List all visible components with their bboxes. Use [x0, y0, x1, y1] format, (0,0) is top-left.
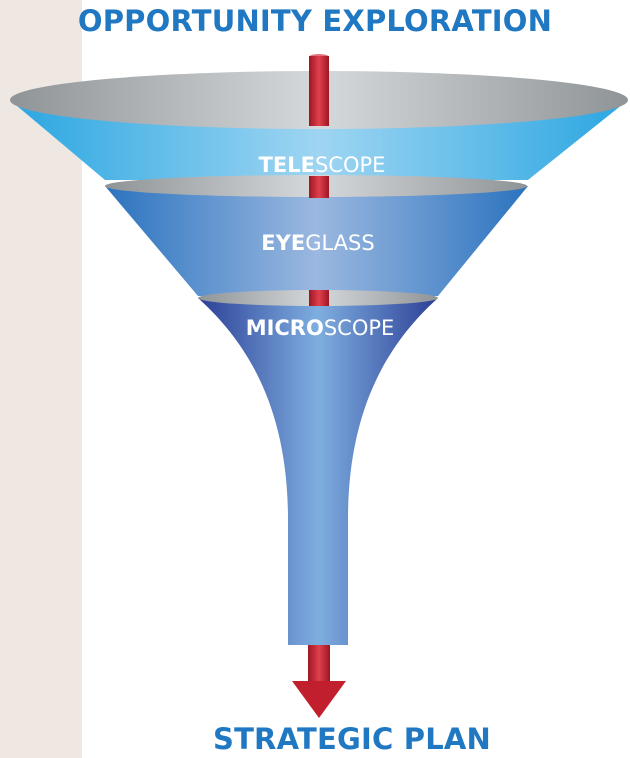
microscope-label-rest: SCOPE: [324, 316, 394, 340]
eyeglass-segment: [105, 186, 528, 296]
arrow-shaft-eyeglass: [309, 176, 329, 198]
eyeglass-label: EYEGLASS: [261, 231, 374, 255]
arrow-shaft-bottom: [308, 645, 330, 681]
arrow-shaft-telescope: [309, 56, 329, 126]
microscope-segment: [198, 298, 438, 645]
arrow-shaft-microscope: [309, 290, 329, 306]
top-title: OPPORTUNITY EXPLORATION: [77, 4, 553, 38]
telescope-label: TELESCOPE: [259, 153, 386, 177]
telescope-label-bold: TELE: [259, 153, 315, 177]
arrow-head-down: [292, 681, 346, 718]
bottom-title: STRATEGIC PLAN: [212, 722, 491, 756]
eyeglass-label-rest: GLASS: [305, 231, 374, 255]
microscope-label-bold: MICRO: [246, 316, 324, 340]
microscope-label: MICROSCOPE: [246, 316, 395, 340]
telescope-label-rest: SCOPE: [315, 153, 385, 177]
eyeglass-label-bold: EYE: [261, 231, 305, 255]
